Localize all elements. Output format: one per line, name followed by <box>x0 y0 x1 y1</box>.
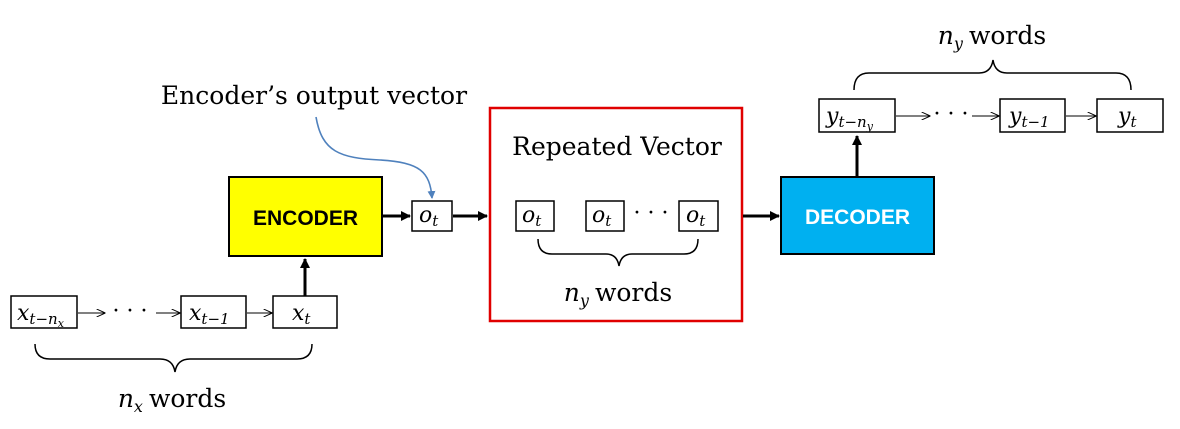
output-brace <box>853 59 1132 91</box>
svg-text:yt−ny: yt−ny <box>825 104 874 133</box>
repeated-vector-title: Repeated Vector <box>512 132 722 161</box>
output-token-first: yt−ny <box>818 98 896 133</box>
repeated-item-2: ot <box>585 200 625 232</box>
input-brace <box>34 343 313 373</box>
svg-text:xt−1: xt−1 <box>189 301 230 328</box>
input-token-prev: xt−1 <box>180 295 247 329</box>
encoder-output-vector: ot <box>411 200 453 232</box>
svg-text:ot: ot <box>419 203 439 230</box>
svg-text:ot: ot <box>522 203 542 230</box>
input-token-last: xt <box>272 295 338 329</box>
decoder-label: DECODER <box>805 206 910 229</box>
svg-text:ot: ot <box>686 203 706 230</box>
svg-text:yt−1: yt−1 <box>1008 104 1050 131</box>
input-ellipsis: · · · <box>113 299 148 324</box>
decoder-box <box>780 176 935 255</box>
svg-text:xt−nx: xt−nx <box>17 301 65 330</box>
repeated-ellipsis: · · · <box>634 201 669 226</box>
output-token-prev: yt−1 <box>999 98 1066 133</box>
annotation-pointer-arrow <box>315 116 436 199</box>
svg-text:yt: yt <box>1117 104 1137 131</box>
repeated-brace <box>537 238 699 267</box>
svg-text:xt: xt <box>292 301 311 328</box>
repeated-item-last: ot <box>678 200 719 232</box>
output-ellipsis: · · · <box>934 102 969 127</box>
output-token-last: yt <box>1096 98 1164 133</box>
encoder-box <box>228 176 383 257</box>
encoder-label: ENCODER <box>253 207 358 230</box>
input-token-first: xt−nx <box>10 295 78 330</box>
svg-text:ot: ot <box>592 203 612 230</box>
repeated-item-1: ot <box>515 200 555 232</box>
encoder-output-annotation: Encoder’s output vector <box>161 81 467 110</box>
